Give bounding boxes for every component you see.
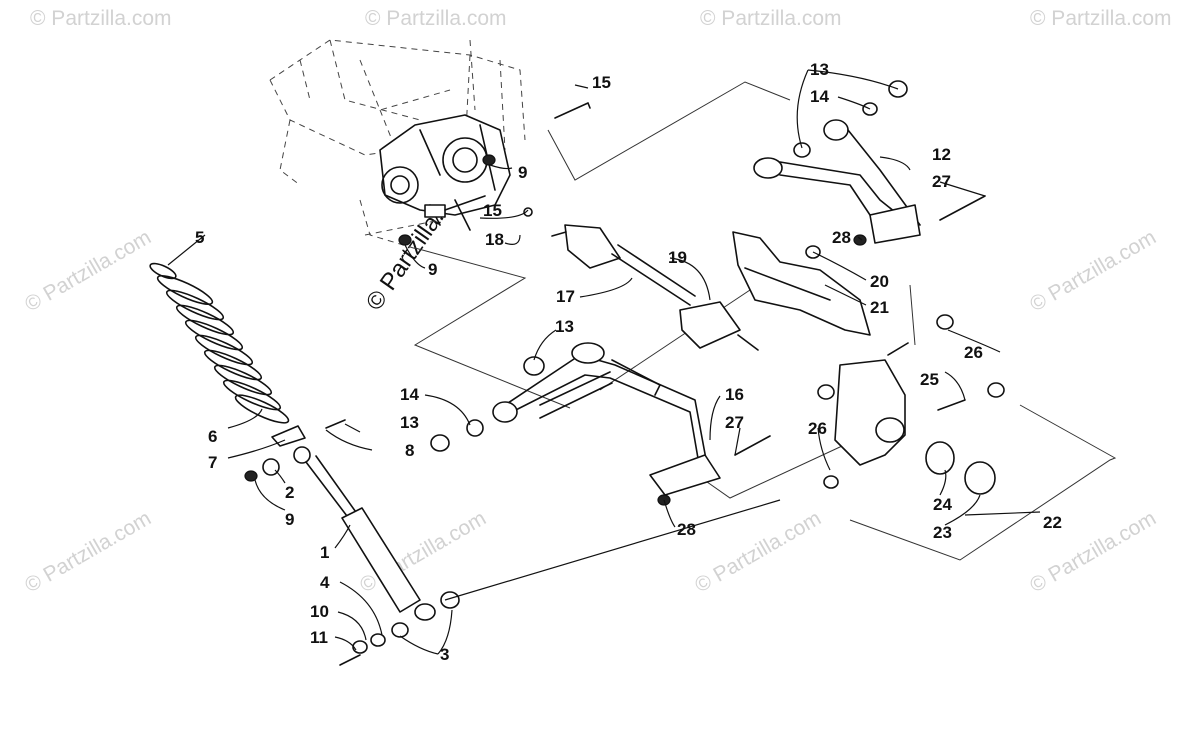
callout-26-left: 26: [808, 419, 827, 438]
callout-17: 17: [556, 287, 575, 306]
callout-9-middle: 9: [428, 260, 437, 279]
callout-10: 10: [310, 602, 329, 621]
callout-1: 1: [320, 543, 329, 562]
coil-spring: [149, 262, 290, 424]
watermark: © Partzilla.com: [1030, 7, 1172, 30]
callout-3: 3: [440, 645, 449, 664]
callout-21: 21: [870, 298, 889, 317]
callout-20: 20: [870, 272, 889, 291]
callout-11: 11: [310, 628, 328, 647]
drive-axle: [551, 224, 759, 351]
watermark-layer: © Partzilla.com © Partzilla.com © Partzi…: [21, 7, 1172, 597]
callout-27-lower: 27: [725, 413, 744, 432]
callout-12: 12: [932, 145, 951, 164]
callout-27-upper: 27: [932, 172, 951, 191]
callout-18: 18: [485, 230, 504, 249]
lower-a-arm: [492, 342, 721, 496]
knuckle: [834, 359, 996, 495]
callout-25: 25: [920, 370, 939, 389]
callout-14-middle: 14: [400, 385, 419, 404]
rear-gear-case: [379, 114, 511, 231]
callout-13-lower: 13: [400, 413, 419, 432]
callout-28-lower: 28: [677, 520, 696, 539]
callout-24: 24: [933, 495, 952, 514]
callout-7: 7: [208, 453, 217, 472]
watermark: © Partzilla.com: [21, 226, 155, 317]
callout-8: 8: [405, 441, 414, 460]
callout-9-upper: 9: [518, 163, 527, 182]
assembly-frame-lines: [413, 81, 1117, 561]
callout-15-upper: 15: [592, 73, 611, 92]
callout-15-lower: 15: [483, 201, 502, 220]
callout-9-lower: 9: [285, 510, 294, 529]
shock-absorber: [271, 425, 436, 621]
watermark: © Partzilla.com: [30, 7, 172, 30]
skid-guard: [732, 231, 871, 336]
leader-lines: [167, 69, 1041, 655]
callout-19: 19: [668, 248, 687, 267]
callout-13-middle: 13: [555, 317, 574, 336]
watermark: © Partzilla.com: [21, 507, 155, 598]
callout-14-top: 14: [810, 87, 829, 106]
callout-5: 5: [195, 228, 204, 247]
callout-13-top: 13: [810, 60, 829, 79]
callout-6: 6: [208, 427, 217, 446]
callout-28-upper: 28: [832, 228, 851, 247]
callout-23: 23: [933, 523, 952, 542]
callout-16: 16: [725, 385, 744, 404]
watermark: © Partzilla.com: [1026, 226, 1160, 317]
callout-2: 2: [285, 483, 294, 502]
callout-4: 4: [320, 573, 330, 592]
upper-a-arm: [753, 119, 921, 244]
chassis-frame-ghost: [269, 39, 526, 251]
watermark: © Partzilla.com: [365, 7, 507, 30]
callout-22: 22: [1043, 513, 1062, 532]
watermark: © Partzilla.com: [700, 7, 842, 30]
callout-labels: 15 9 15 18 9 13 14 12 27 28 19 20 17 21 …: [195, 60, 1062, 664]
callout-26-right: 26: [964, 343, 983, 362]
